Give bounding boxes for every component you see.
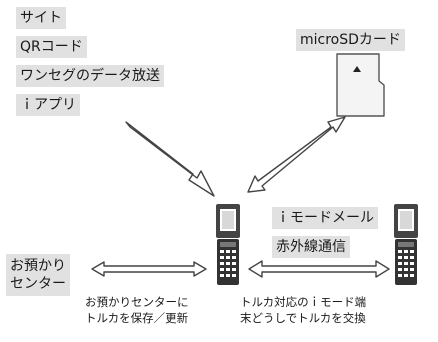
caption-center-line2: トルカを保存／更新 xyxy=(85,311,189,325)
caption-center-save: お預かりセンターに トルカを保存／更新 xyxy=(85,294,189,326)
arrow-sources-to-phone xyxy=(125,121,215,197)
label-iappli: ｉアプリ xyxy=(16,94,80,116)
label-oneseg: ワンセグのデータ放送 xyxy=(16,65,164,87)
label-microsd: microSDカード xyxy=(296,29,405,51)
storage-center-line2: センター xyxy=(10,276,66,292)
flip-phone-right-icon xyxy=(394,204,418,285)
caption-exchange-line2: 末どうしでトルカを交換 xyxy=(240,311,366,325)
microsd-card-icon xyxy=(336,53,385,117)
arrow-center-phone xyxy=(91,261,207,277)
label-imode-mail: ｉモードメール xyxy=(272,207,378,229)
caption-phone-exchange: トルカ対応のｉモード端 末どうしでトルカを交換 xyxy=(240,294,366,326)
caption-center-line1: お預かりセンターに xyxy=(85,295,189,309)
storage-center-line1: お預かり xyxy=(10,258,66,274)
label-storage-center: お預かり センター xyxy=(6,254,70,296)
caption-exchange-line1: トルカ対応のｉモード端 xyxy=(240,295,367,309)
arrow-phone-phone xyxy=(248,260,390,278)
flip-phone-center-icon xyxy=(216,204,240,285)
label-infrared: 赤外線通信 xyxy=(272,236,350,258)
label-qr-code: QRコード xyxy=(16,36,87,58)
arrow-phone-microsd xyxy=(247,116,346,193)
label-site: サイト xyxy=(16,7,66,29)
